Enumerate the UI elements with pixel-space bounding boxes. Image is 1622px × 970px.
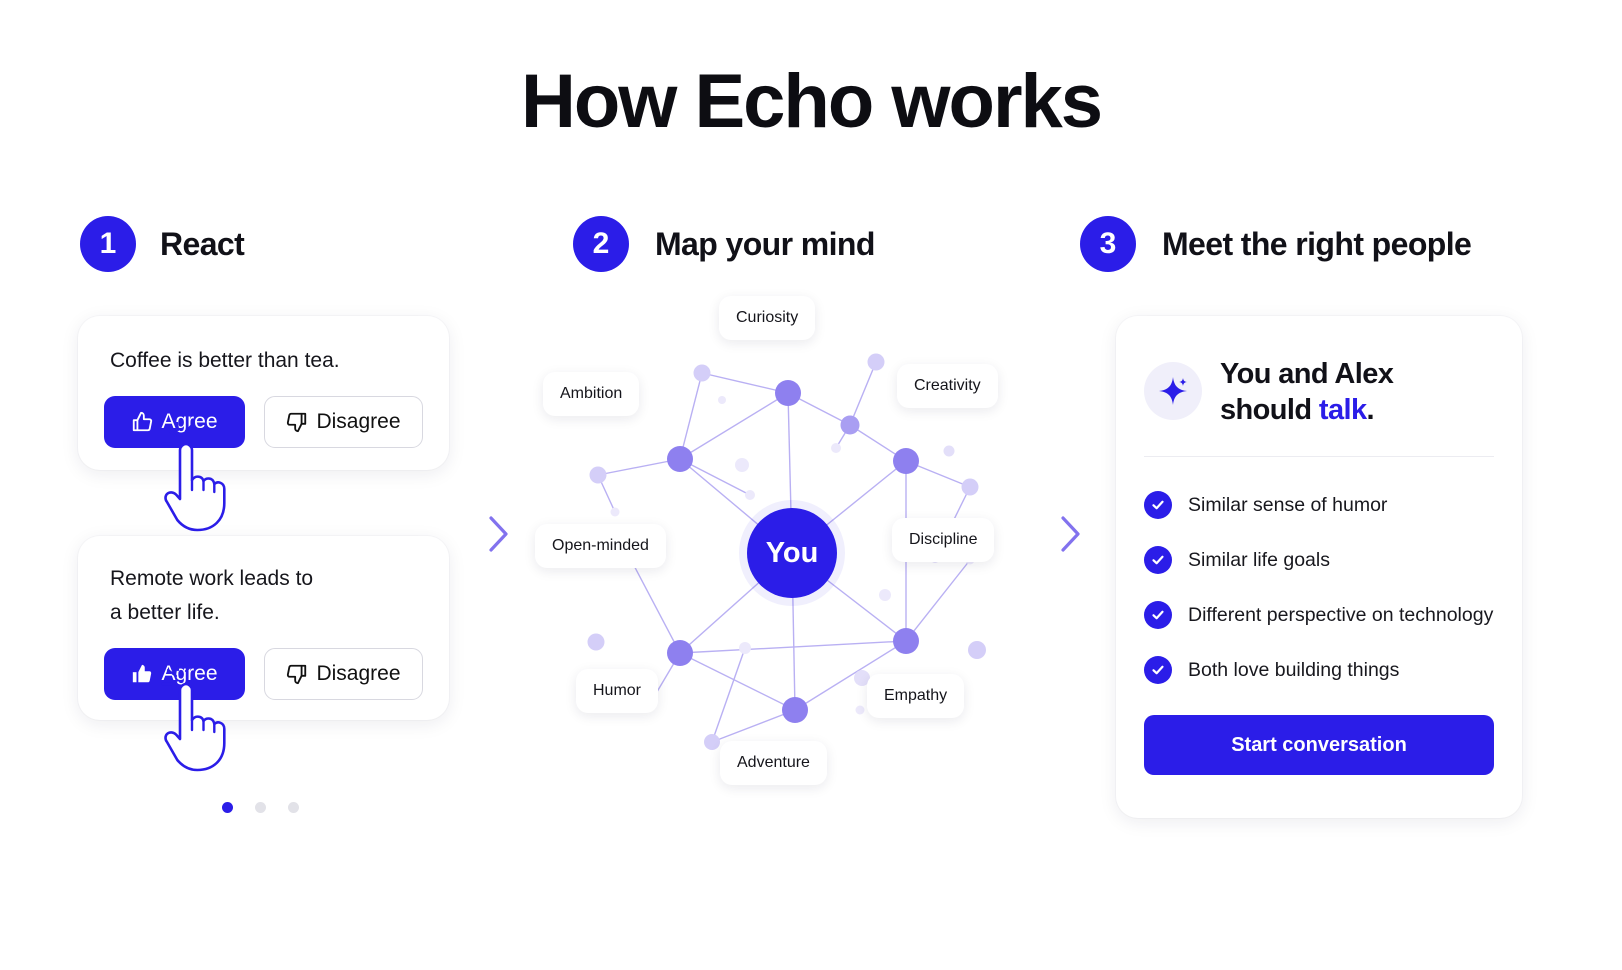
sparkle-badge <box>1144 362 1202 420</box>
check-icon <box>1144 491 1172 519</box>
thumbs-up-icon <box>133 411 153 432</box>
carousel-dot-3[interactable] <box>288 802 299 813</box>
headline-prefix: should <box>1220 394 1319 426</box>
trait-tag-humor: Humor <box>576 669 659 713</box>
network-node <box>704 734 720 750</box>
disagree-button[interactable]: Disagree <box>264 648 423 700</box>
start-conversation-button[interactable]: Start conversation <box>1144 715 1494 775</box>
pointer-hand-icon <box>160 422 226 532</box>
trait-tag-discipline: Discipline <box>892 518 995 562</box>
trait-tag-creativity: Creativity <box>897 364 998 408</box>
divider <box>1144 456 1494 457</box>
match-headline: You and Alex should talk. <box>1220 356 1394 428</box>
network-node <box>879 589 891 601</box>
disagree-label: Disagree <box>316 410 401 433</box>
check-icon <box>1144 546 1172 574</box>
agree-button[interactable]: Agree <box>104 648 245 700</box>
network-node <box>968 641 986 659</box>
agree-button[interactable]: Agree <box>104 396 245 448</box>
network-node <box>782 697 808 723</box>
thumbs-down-icon <box>287 412 307 433</box>
match-reason: Different perspective on technology <box>1144 600 1493 630</box>
network-node <box>831 443 841 453</box>
chevron-right-icon <box>489 516 508 552</box>
match-card: You and Alex should talk. Similar sense … <box>1116 316 1522 818</box>
trait-tag-open-minded: Open-minded <box>535 524 666 568</box>
statement-line: a better life. <box>110 601 220 624</box>
headline-suffix: . <box>1366 394 1374 426</box>
network-node <box>739 642 751 654</box>
step-react: 1 React <box>80 216 245 272</box>
step-number: 3 <box>1080 216 1136 272</box>
carousel-dots <box>222 802 299 813</box>
network-node <box>943 445 955 457</box>
trait-tag-curiosity: Curiosity <box>719 296 816 340</box>
network-node <box>775 380 801 406</box>
network-node <box>867 353 885 371</box>
network-node <box>667 640 693 666</box>
you-node: You <box>747 508 837 598</box>
reason-text: Similar sense of humor <box>1188 493 1388 516</box>
network-node <box>667 446 693 472</box>
network-node <box>893 448 919 474</box>
network-node <box>961 478 979 496</box>
network-node <box>693 364 711 382</box>
network-node <box>718 396 726 404</box>
statement-card: Coffee is better than tea. Agree Disagre… <box>78 316 449 470</box>
step-number: 1 <box>80 216 136 272</box>
statement-card: Remote work leads to a better life. Agre… <box>78 536 449 720</box>
pointer-hand-icon <box>160 662 226 772</box>
page-title: How Echo works <box>520 59 1103 144</box>
network-node <box>855 705 865 715</box>
network-node <box>745 490 755 500</box>
sparkle-icon <box>1159 377 1187 405</box>
check-icon <box>1144 656 1172 684</box>
thumbs-down-icon <box>287 664 307 685</box>
trait-tag-empathy: Empathy <box>867 674 965 718</box>
network-node <box>893 628 919 654</box>
mind-map: You Curiosity Creativity Discipline Empa… <box>535 296 1040 820</box>
disagree-button[interactable]: Disagree <box>264 396 423 448</box>
reason-text: Both love building things <box>1188 658 1400 681</box>
reason-text: Similar life goals <box>1188 548 1330 571</box>
disagree-label: Disagree <box>316 662 401 685</box>
match-headline-line: You and Alex <box>1220 358 1394 390</box>
step-label: Map your mind <box>655 225 875 262</box>
match-reason: Similar sense of humor <box>1144 490 1387 520</box>
trait-tag-ambition: Ambition <box>543 372 640 416</box>
reason-text: Different perspective on technology <box>1188 603 1494 626</box>
chevron-right-icon <box>1061 516 1080 552</box>
step-map-your-mind: 2 Map your mind <box>573 216 875 272</box>
network-node <box>589 466 607 484</box>
statement-line: Remote work leads to <box>110 567 314 590</box>
network-node <box>840 415 860 435</box>
trait-tag-adventure: Adventure <box>720 741 827 785</box>
match-reason: Both love building things <box>1144 655 1399 685</box>
statement-text: Coffee is better than tea. <box>110 349 340 372</box>
step-label: Meet the right people <box>1162 225 1472 262</box>
thumbs-up-icon <box>133 664 152 683</box>
agree-label: Agree <box>161 410 218 433</box>
step-label: React <box>160 225 245 262</box>
carousel-dot-2[interactable] <box>255 802 266 813</box>
network-node <box>854 670 870 686</box>
agree-label: Agree <box>161 662 218 685</box>
step-meet-the-right-people: 3 Meet the right people <box>1080 216 1472 272</box>
headline-accent: talk <box>1318 394 1367 426</box>
network-node <box>587 633 605 651</box>
network-node <box>735 458 749 472</box>
statement-text: Remote work leads to a better life. <box>110 562 313 630</box>
network-node <box>610 507 620 517</box>
carousel-dot-1[interactable] <box>222 802 233 813</box>
match-headline-line: should talk. <box>1220 392 1393 428</box>
match-reason: Similar life goals <box>1144 545 1330 575</box>
check-icon <box>1144 601 1172 629</box>
step-number: 2 <box>573 216 629 272</box>
